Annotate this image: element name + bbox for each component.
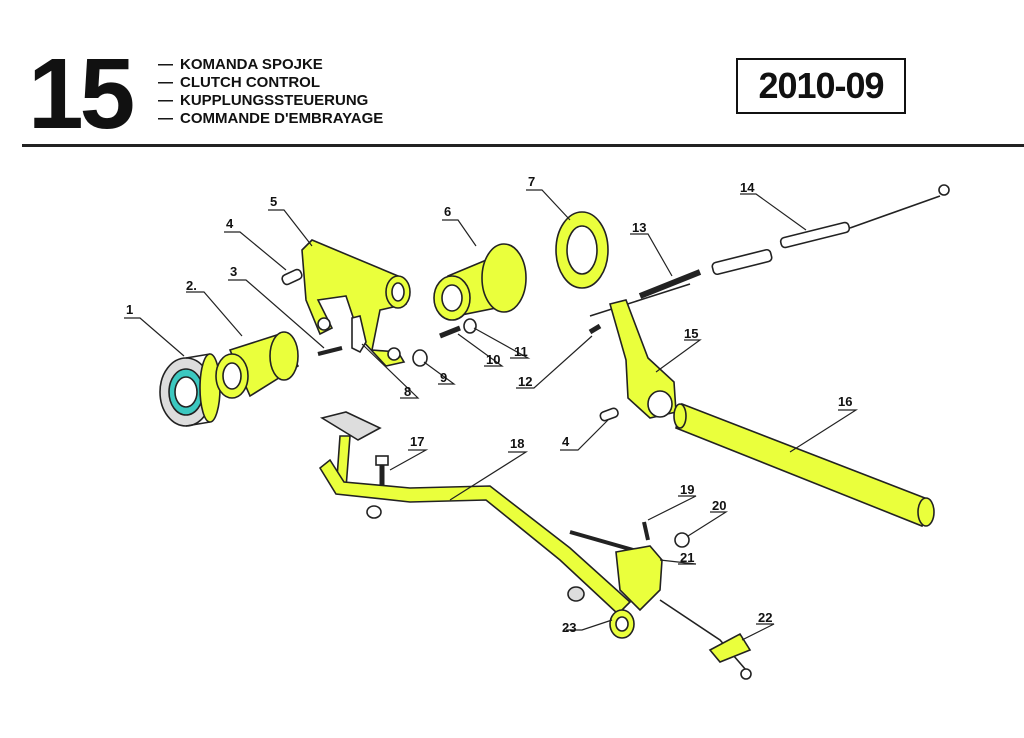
part-15-lever-arm — [609, 299, 677, 419]
catalog-code: 2010-09 — [736, 58, 906, 114]
part-23-pivot — [567, 586, 635, 639]
callout-12: 12 — [518, 374, 532, 389]
part-13-adjuster — [589, 248, 773, 317]
callout-2: 2. — [186, 278, 197, 293]
part-11-washer — [463, 318, 477, 334]
callout-7: 7 — [528, 174, 535, 189]
callout-9: 9 — [440, 370, 447, 385]
callout-14: 14 — [740, 180, 755, 195]
part-4b-pin — [599, 407, 619, 422]
part-5-release-fork — [301, 239, 411, 367]
part-6-guide-sleeve — [433, 243, 527, 321]
callout-20: 20 — [712, 498, 726, 513]
callout-22: 22 — [758, 610, 772, 625]
callout-6: 6 — [444, 204, 451, 219]
title-block: —KOMANDA SPOJKE —CLUTCH CONTROL —KUPPLUN… — [158, 56, 383, 128]
callout-labels: 1 2. 3 4 5 6 7 8 9 10 11 12 13 14 15 16 … — [126, 174, 852, 635]
part-17-bolt — [375, 455, 389, 486]
title-line-en: —CLUTCH CONTROL — [158, 74, 320, 91]
part-18-pedal-rod — [318, 458, 632, 616]
callout-18: 18 — [510, 436, 524, 451]
leader-lines — [124, 189, 859, 641]
part-1-release-bearing — [159, 353, 221, 427]
part-21-bracket — [569, 530, 663, 612]
callout-13: 13 — [632, 220, 646, 235]
callout-23: 23 — [562, 620, 576, 635]
callout-19: 19 — [680, 482, 694, 497]
callout-3: 3 — [230, 264, 237, 279]
callout-15: 15 — [684, 326, 698, 341]
callout-11: 11 — [514, 344, 528, 359]
part-9-washer — [412, 349, 428, 367]
callout-4: 4 — [226, 216, 234, 231]
part-22-cable-end — [659, 599, 752, 680]
part-14-cable — [779, 184, 950, 249]
callout-5: 5 — [270, 194, 277, 209]
part-3-pin — [317, 346, 343, 356]
part-19-spring — [642, 521, 650, 541]
header-rule — [22, 144, 1024, 147]
section-number: 15 — [28, 38, 135, 150]
callout-4b: 4 — [562, 434, 570, 449]
title-line-fr: —COMMANDE D'EMBRAYAGE — [158, 110, 384, 127]
part-7-gasket — [555, 211, 609, 289]
callout-17: 17 — [410, 434, 424, 449]
callout-1: 1 — [126, 302, 133, 317]
part-10-bolt — [439, 325, 461, 339]
part-8-lever — [351, 315, 367, 354]
callout-21: 21 — [680, 550, 694, 565]
title-line-hr: —KOMANDA SPOJKE — [158, 56, 323, 73]
callout-8: 8 — [404, 384, 411, 399]
part-4-pin — [281, 268, 303, 286]
title-line-de: —KUPPLUNGSSTEUERUNG — [158, 92, 369, 109]
part-16-shaft — [673, 402, 935, 528]
part-12-nut — [588, 323, 602, 335]
part-2-release-sleeve — [215, 331, 300, 399]
callout-10: 10 — [486, 352, 500, 367]
part-20-washer — [674, 532, 690, 548]
callout-16: 16 — [838, 394, 852, 409]
